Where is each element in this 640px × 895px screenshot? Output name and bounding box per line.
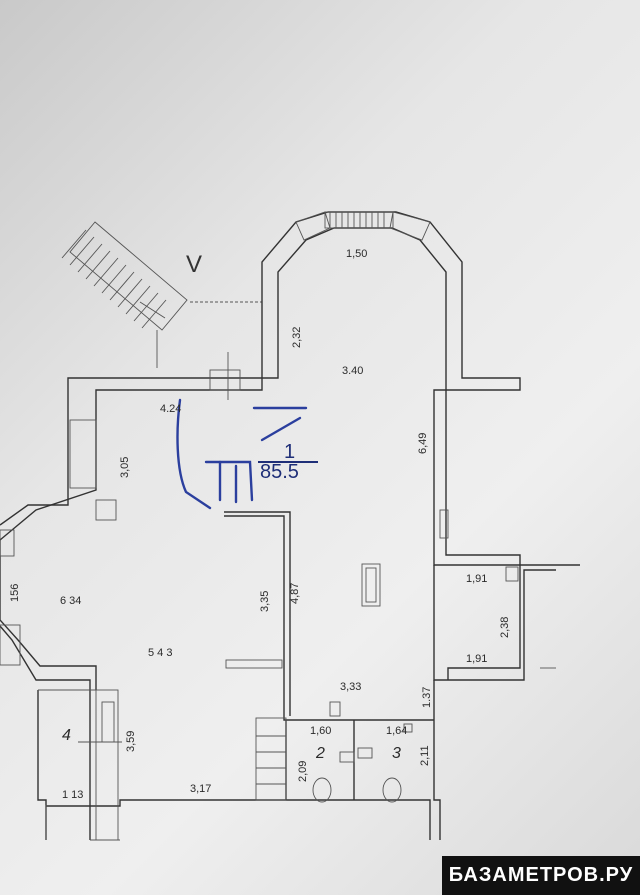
pen-annotation — [176, 398, 308, 510]
dim-6-49: 6,49 — [417, 433, 429, 454]
main-area-label: 1 — [284, 441, 295, 463]
outer-walls — [0, 211, 580, 841]
site-watermark: БАЗАМЕТРОВ.РУ — [442, 856, 640, 895]
dim-3-17: 3,17 — [190, 783, 211, 795]
stair-mark: V — [186, 251, 202, 278]
dim-1-37: 1.37 — [421, 687, 433, 708]
dim-3-33: 3,33 — [340, 681, 361, 693]
dim-5-43: 5 4 3 — [148, 647, 172, 659]
room-4-label: 4 — [62, 727, 71, 744]
dim-4-87: 4,87 — [289, 583, 301, 604]
dim-1-64: 1,64 — [386, 725, 407, 737]
dim-2-38: 2,38 — [499, 617, 511, 638]
dim-156: 156 — [9, 584, 21, 602]
dim-4-24: 4.24 — [160, 403, 181, 415]
labels: V 1,50 2,32 3.40 4.24 3,05 6,49 156 6 34… — [9, 248, 511, 801]
main-area-value: 85.5 — [260, 461, 299, 483]
dim-1-50: 1,50 — [346, 248, 367, 260]
dim-3-05: 3,05 — [119, 457, 131, 478]
dim-1-91-a: 1,91 — [466, 573, 487, 585]
room-3-label: 3 — [392, 745, 401, 762]
staircase — [61, 221, 262, 368]
dim-2-32: 2,32 — [291, 327, 303, 348]
dim-6-34: 6 34 — [60, 595, 81, 607]
dim-3-40: 3.40 — [342, 365, 363, 377]
dim-1-60: 1,60 — [310, 725, 331, 737]
dim-1-13: 1 13 — [62, 789, 83, 801]
room-2-label: 2 — [315, 745, 325, 762]
dim-2-09: 2,09 — [297, 761, 309, 782]
dim-3-35: 3,35 — [259, 591, 271, 612]
watermark-text: БАЗАМЕТРОВ.РУ — [448, 864, 634, 886]
dim-1-91-b: 1,91 — [466, 653, 487, 665]
dim-3-59: 3,59 — [125, 731, 137, 752]
dim-2-11: 2,11 — [419, 745, 431, 766]
